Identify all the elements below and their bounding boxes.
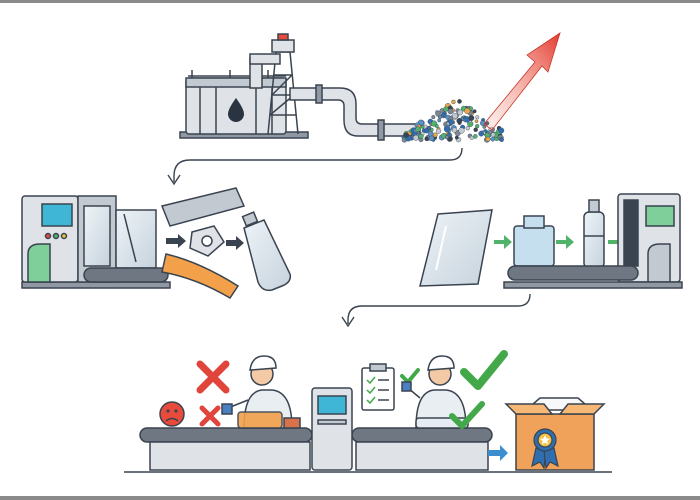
plastic-ribbon-icon	[161, 253, 240, 300]
pellet	[443, 106, 449, 112]
small-flow-arrow	[166, 234, 244, 250]
inspector-worker-icon	[401, 355, 469, 429]
pellet	[482, 125, 487, 129]
rising-arrow-icon	[483, 32, 561, 131]
pellet	[472, 134, 478, 139]
pellet	[473, 127, 478, 133]
pellet	[475, 115, 480, 120]
flow-arrow-1-head	[167, 174, 181, 186]
pellet	[435, 128, 442, 134]
pellet	[499, 137, 504, 143]
pellet	[444, 135, 449, 140]
checklist-clipboard-icon	[361, 363, 395, 411]
rejected-cross-icon	[199, 405, 221, 427]
pellet	[478, 130, 485, 137]
inspector-worker-icon	[221, 355, 301, 429]
pellet	[431, 115, 436, 120]
pellet	[458, 127, 465, 134]
pellet	[428, 135, 435, 142]
pellet	[412, 134, 419, 141]
pellet	[415, 126, 421, 132]
pipeline-icon	[249, 53, 421, 141]
plastic-film-icon	[160, 187, 246, 227]
pellet	[420, 125, 425, 129]
derrick-tower	[267, 33, 299, 135]
flow-arrow-2	[347, 293, 531, 324]
sad-face-icon	[159, 401, 185, 427]
molding-machine-icon	[513, 215, 555, 267]
conveyor-belt-icon	[503, 265, 683, 289]
flow-arrow-2-head	[341, 316, 355, 328]
pellet	[426, 126, 431, 131]
pellet	[448, 119, 454, 125]
pellet	[454, 135, 459, 140]
water-bottle-icon	[583, 199, 605, 269]
blue-flow-arrow	[488, 445, 508, 461]
pellet	[488, 129, 493, 135]
pellet	[465, 126, 470, 131]
pellet	[456, 117, 463, 124]
approved-check-icon	[400, 368, 420, 385]
pellet	[474, 119, 479, 123]
pellet	[469, 135, 474, 140]
bottom-frame-line	[0, 496, 700, 500]
approved-check-icon	[460, 350, 508, 390]
flow-arrow-1	[173, 147, 463, 182]
rejected-cross-icon	[196, 360, 230, 394]
pellet	[490, 132, 496, 137]
pellet	[457, 109, 463, 116]
oil-storage-tank-icon	[179, 70, 309, 139]
pellet	[403, 132, 410, 138]
pellet	[452, 112, 458, 119]
pellet	[451, 127, 458, 133]
pellet	[441, 112, 447, 119]
pellet	[434, 124, 439, 128]
plastic-pellets-icon	[401, 99, 505, 143]
approved-check-icon	[449, 401, 485, 429]
pellet	[437, 118, 442, 123]
extrusion-machine-icon	[21, 195, 171, 289]
right-machine-icon	[617, 193, 681, 283]
plastic-part-icon	[189, 225, 225, 257]
inspection-machine-icon	[311, 387, 353, 471]
pellet	[490, 136, 496, 142]
oil-drop-icon	[228, 98, 244, 122]
pellet	[451, 99, 456, 105]
pellet	[468, 115, 475, 121]
pellet	[424, 136, 430, 142]
pellet	[457, 99, 462, 104]
pellet	[472, 109, 477, 114]
pellet	[498, 127, 505, 134]
plastic-bottle-icon	[241, 211, 292, 292]
pellet	[475, 124, 480, 129]
plastic-sheet-icon	[419, 209, 493, 287]
pellet	[468, 106, 473, 111]
pellet	[418, 133, 424, 140]
quality-badge-icon	[531, 428, 559, 470]
pellet	[435, 110, 441, 117]
pellet	[443, 126, 450, 133]
pellet	[485, 136, 491, 142]
pellet	[432, 132, 438, 138]
top-frame-line	[0, 0, 700, 3]
pellet	[464, 107, 471, 115]
pellet	[447, 108, 454, 115]
